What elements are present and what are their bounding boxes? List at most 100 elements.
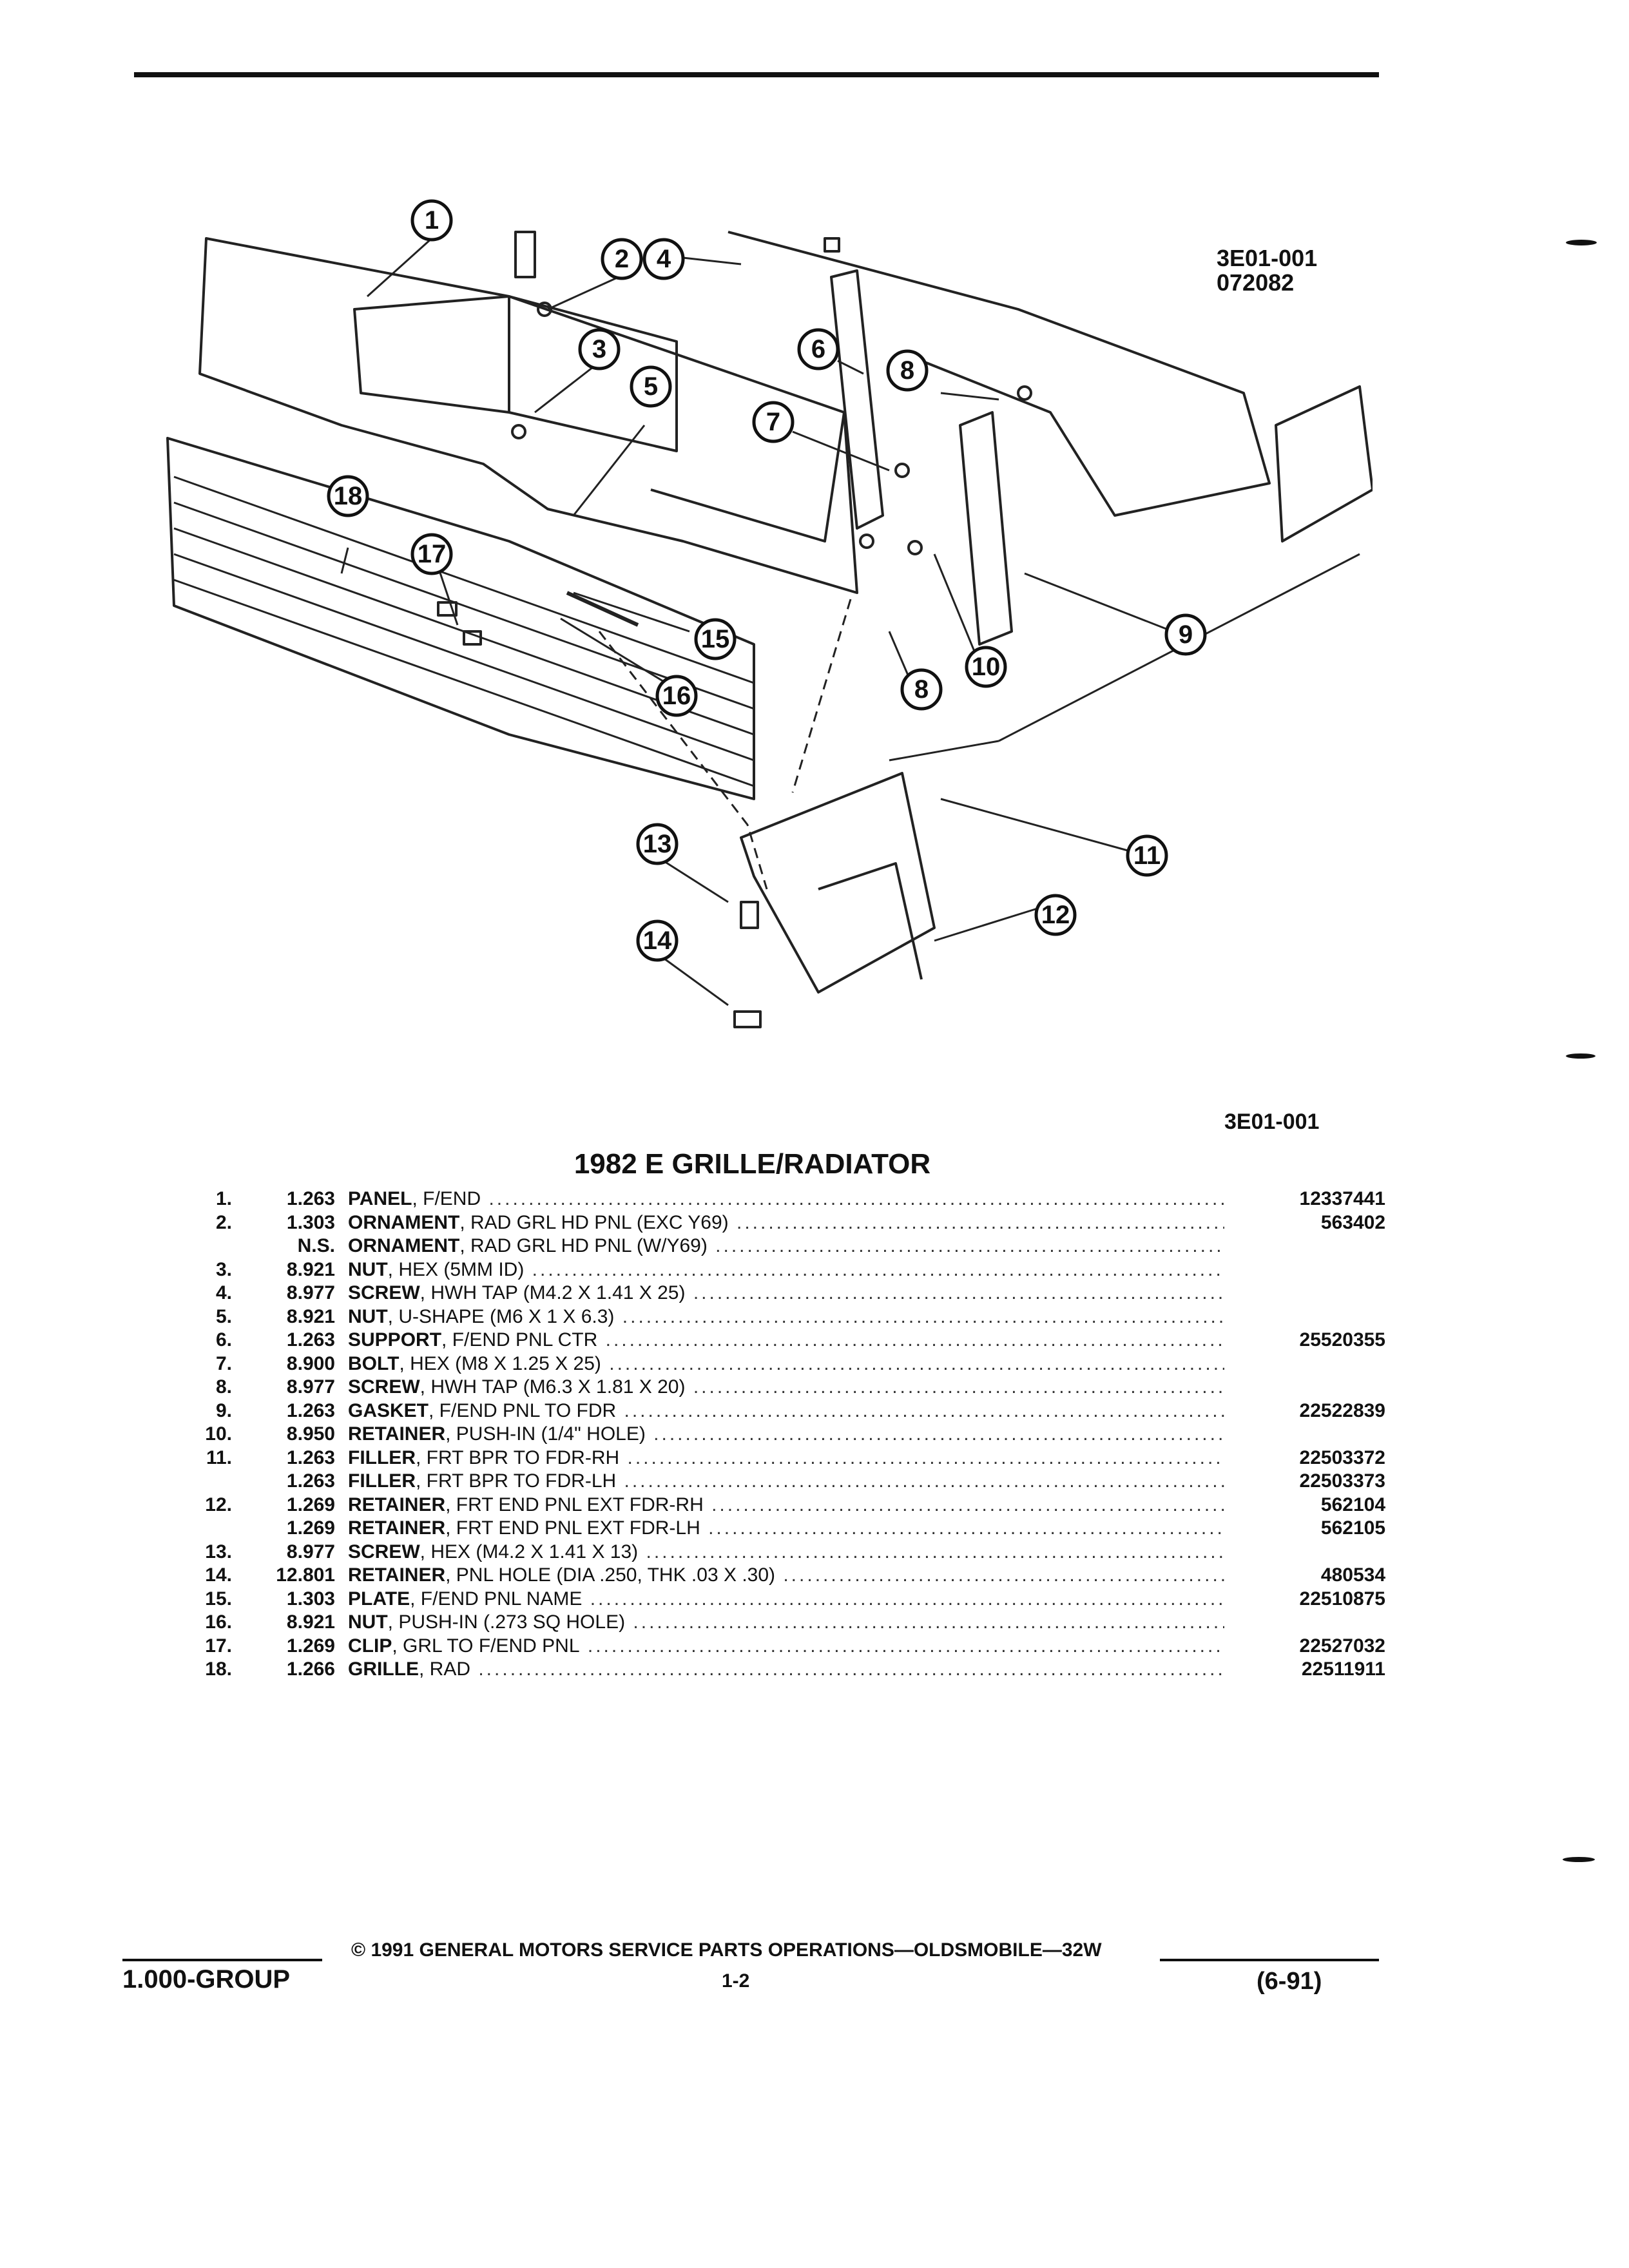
leader-dots: ........................................… bbox=[622, 1305, 1224, 1327]
part-detail: , PUSH-IN (.273 SQ HOLE) bbox=[387, 1611, 626, 1633]
leader-dots: ........................................… bbox=[488, 1188, 1224, 1209]
callout-2: 2 bbox=[601, 238, 643, 280]
item-number: 16. bbox=[205, 1611, 232, 1633]
part-number: 22527032 bbox=[1299, 1635, 1385, 1657]
group-number: 8.921 bbox=[286, 1611, 335, 1633]
group-number: 1.269 bbox=[286, 1494, 335, 1515]
leader-dots: ........................................… bbox=[605, 1329, 1224, 1350]
figure-id: 3E01-001 bbox=[1224, 1110, 1320, 1134]
part-name: RETAINER bbox=[348, 1517, 446, 1539]
scan-mark bbox=[1563, 1857, 1595, 1862]
part-detail: , FRT BPR TO FDR-LH bbox=[416, 1470, 617, 1492]
group-number: 8.921 bbox=[286, 1305, 335, 1327]
part-description: SUPPORT, F/END PNL CTR .................… bbox=[348, 1329, 1224, 1352]
callout-bubbles: 1 2 4 3 5 6 8 7 9 10 8 11 12 13 14 15 16… bbox=[327, 199, 1207, 962]
part-detail: , HEX (M4.2 X 1.41 X 13) bbox=[419, 1541, 639, 1562]
part-detail: , RAD GRL HD PNL (W/Y69) bbox=[459, 1235, 708, 1256]
part-name: GASKET bbox=[348, 1399, 429, 1421]
part-name: BOLT bbox=[348, 1352, 400, 1374]
diagram-ref-code: 3E01-001 bbox=[1217, 245, 1318, 271]
part-detail: , HWH TAP (M6.3 X 1.81 X 20) bbox=[419, 1376, 686, 1398]
leader-dots: ........................................… bbox=[478, 1658, 1224, 1680]
group-number: 8.977 bbox=[286, 1376, 335, 1398]
group-number: 8.977 bbox=[286, 1282, 335, 1303]
leader-dots: ........................................… bbox=[711, 1494, 1224, 1515]
part-number: 22511911 bbox=[1301, 1658, 1385, 1680]
svg-text:6: 6 bbox=[811, 335, 825, 363]
part-description: FILLER, FRT BPR TO FDR-RH ..............… bbox=[348, 1446, 1224, 1470]
callout-14: 14 bbox=[636, 919, 679, 962]
leader-dots: ........................................… bbox=[633, 1611, 1224, 1633]
item-number: 11. bbox=[206, 1446, 232, 1468]
part-name: RETAINER bbox=[348, 1564, 446, 1586]
part-number: 562104 bbox=[1320, 1494, 1385, 1515]
scan-mark bbox=[1566, 1053, 1595, 1059]
part-name: NUT bbox=[348, 1258, 388, 1280]
leader-dots: ........................................… bbox=[646, 1541, 1224, 1562]
part-description: BOLT, HEX (M8 X 1.25 X 25) .............… bbox=[348, 1352, 1224, 1376]
item-number: 15. bbox=[205, 1588, 232, 1610]
top-rule bbox=[134, 72, 1379, 77]
callout-16: 16 bbox=[655, 675, 698, 717]
part-detail: , U-SHAPE (M6 X 1 X 6.3) bbox=[387, 1305, 615, 1327]
svg-text:2: 2 bbox=[615, 245, 629, 273]
item-number: 13. bbox=[205, 1541, 232, 1562]
svg-text:10: 10 bbox=[972, 653, 1001, 681]
item-number: 9. bbox=[215, 1399, 232, 1421]
part-description: PLATE, F/END PNL NAME ..................… bbox=[348, 1588, 1224, 1611]
part-name: ORNAMENT bbox=[348, 1211, 460, 1233]
part-number: 22503373 bbox=[1299, 1470, 1385, 1492]
part-name: PLATE bbox=[348, 1588, 410, 1610]
item-number: 5. bbox=[215, 1305, 232, 1327]
group-number: 1.303 bbox=[286, 1211, 335, 1233]
leader-dots: ........................................… bbox=[587, 1635, 1224, 1657]
group-number: 8.977 bbox=[286, 1541, 335, 1562]
svg-text:9: 9 bbox=[1179, 620, 1193, 649]
part-detail: , HEX (5MM ID) bbox=[387, 1258, 525, 1280]
part-description: NUT, U-SHAPE (M6 X 1 X 6.3) ............… bbox=[348, 1305, 1224, 1329]
part-description: ORNAMENT, RAD GRL HD PNL (EXC Y69) .....… bbox=[348, 1211, 1224, 1235]
callout-15: 15 bbox=[694, 618, 737, 660]
svg-text:5: 5 bbox=[644, 372, 658, 401]
part-name: NUT bbox=[348, 1305, 388, 1327]
leader-dots: ........................................… bbox=[532, 1258, 1224, 1280]
part-name: PANEL bbox=[348, 1188, 412, 1209]
part-detail: , RAD GRL HD PNL (EXC Y69) bbox=[459, 1211, 729, 1233]
group-number: 1.263 bbox=[286, 1399, 335, 1421]
leader-dots: ........................................… bbox=[715, 1235, 1224, 1256]
svg-text:8: 8 bbox=[914, 675, 929, 704]
part-detail: , F/END PNL TO FDR bbox=[429, 1399, 617, 1421]
callout-7: 7 bbox=[752, 401, 795, 443]
callout-3: 3 bbox=[578, 328, 621, 370]
footer-copyright: © 1991 GENERAL MOTORS SERVICE PARTS OPER… bbox=[351, 1939, 1102, 1961]
part-name: RETAINER bbox=[348, 1423, 446, 1445]
leader-dots: ........................................… bbox=[737, 1211, 1224, 1233]
callout-6: 6 bbox=[797, 328, 840, 370]
svg-text:1: 1 bbox=[425, 206, 439, 235]
svg-text:14: 14 bbox=[643, 927, 672, 955]
callout-13: 13 bbox=[636, 823, 679, 865]
part-name: RETAINER bbox=[348, 1494, 446, 1515]
part-description: CLIP, GRL TO F/END PNL .................… bbox=[348, 1635, 1224, 1658]
item-number: 17. bbox=[205, 1635, 232, 1657]
leader-dots: ........................................… bbox=[783, 1564, 1224, 1586]
table-row: 5. 8.921 NUT, U-SHAPE (M6 X 1 X 6.3) .....… bbox=[187, 1305, 1385, 1329]
group-number: 1.263 bbox=[286, 1329, 335, 1350]
svg-text:8: 8 bbox=[900, 356, 914, 385]
item-number: 1. bbox=[215, 1188, 232, 1209]
callout-1: 1 bbox=[410, 199, 453, 242]
part-description: RETAINER, FRT END PNL EXT FDR-LH .......… bbox=[348, 1517, 1224, 1540]
